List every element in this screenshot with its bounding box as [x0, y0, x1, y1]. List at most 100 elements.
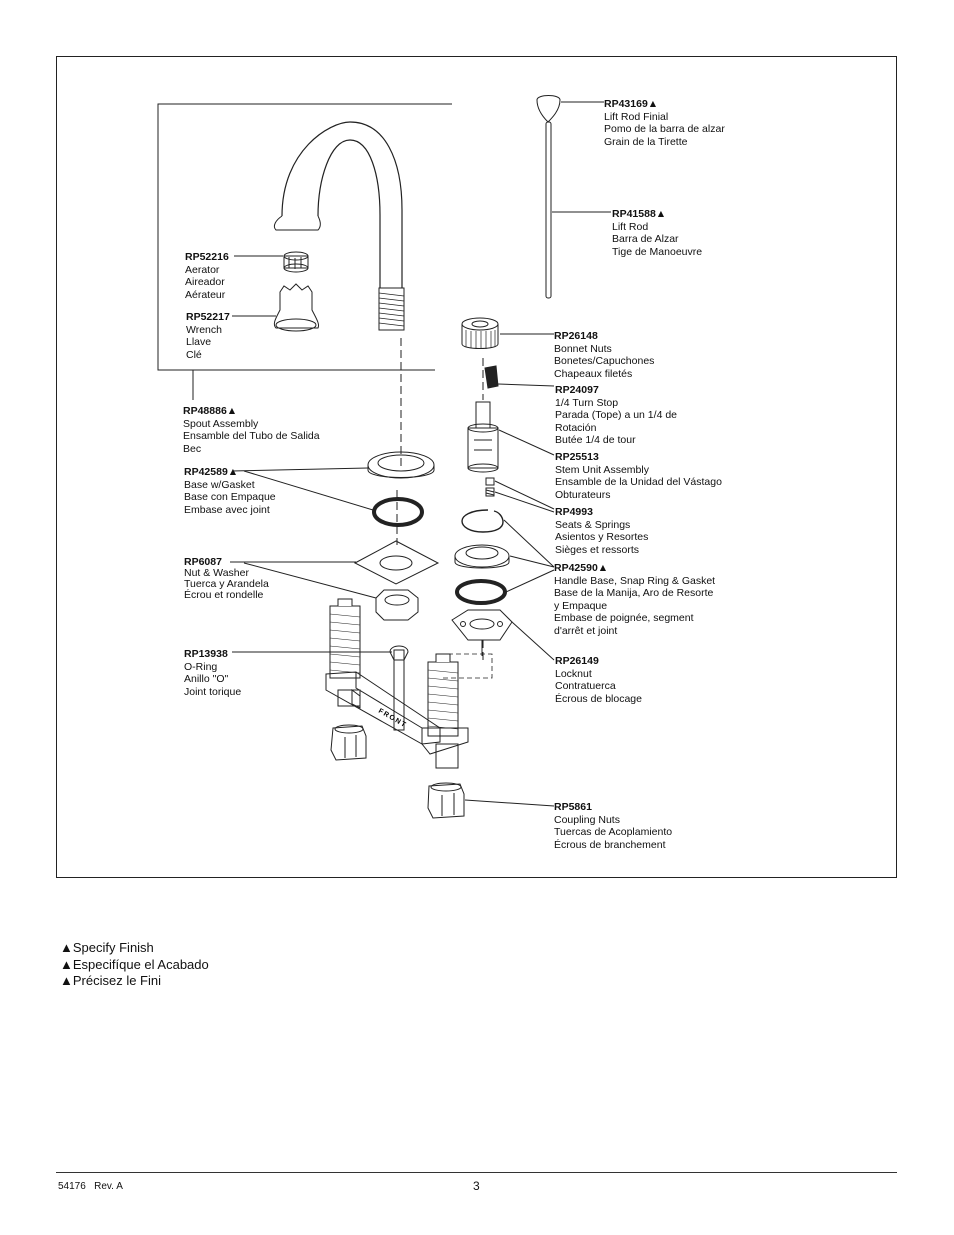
- part-description: O-Ring: [184, 660, 218, 673]
- part-number: RP48886▲: [183, 405, 238, 417]
- spout-gasket-icon: [372, 497, 424, 527]
- lift-rod-icon: [545, 121, 552, 299]
- part-description: Bonnet Nuts: [554, 342, 612, 355]
- part-callout: RP52217 Wrench Llave Clé: [186, 311, 230, 361]
- part-description: Aérateur: [185, 288, 226, 301]
- part-number: RP41588▲: [612, 208, 667, 220]
- handle-base-icon: [454, 544, 510, 569]
- part-description: Spout Assembly: [183, 417, 259, 430]
- part-description: Ensamble del Tubo de Salida: [183, 430, 320, 442]
- part-description: Rotación: [555, 421, 597, 434]
- part-description: Base w/Gasket: [184, 478, 255, 491]
- part-description: Seats & Springs: [555, 518, 631, 531]
- part-number: RP26149: [555, 655, 599, 667]
- part-description: Clé: [186, 348, 202, 361]
- spout-base-icon: [367, 451, 435, 479]
- part-number: RP5861: [554, 801, 592, 813]
- spout-bracket: [157, 103, 452, 371]
- locknut-icon: [451, 609, 513, 656]
- part-callout: RP24097 1/4 Turn Stop Parada (Tope) a un…: [555, 384, 677, 447]
- part-number: RP52216: [185, 251, 229, 263]
- washer-icon: [353, 540, 440, 585]
- part-number: RP43169▲: [604, 98, 659, 110]
- part-description: Butée 1/4 de tour: [555, 434, 636, 446]
- front-label: FRONT: [377, 708, 408, 730]
- document-number: 54176 Rev. A: [58, 1181, 123, 1192]
- footer-divider: [56, 1172, 897, 1173]
- snap-ring-icon: [461, 509, 504, 533]
- part-number: RP6087: [184, 556, 222, 568]
- part-description: Pomo de la barra de alzar: [604, 123, 725, 135]
- part-callout: RP48886▲ Spout Assembly Ensamble del Tub…: [183, 405, 320, 455]
- part-description: y Empaque: [554, 599, 608, 612]
- spout-icon: [273, 121, 405, 331]
- finish-notes: ▲Specify Finish ▲Especifíque el Acabado …: [60, 940, 209, 990]
- part-description: Stem Unit Assembly: [555, 463, 649, 476]
- part-description: d'arrêt et joint: [554, 624, 618, 637]
- part-callout: RP25513 Stem Unit Assembly Ensamble de l…: [555, 451, 722, 501]
- part-callout: RP42590▲ Handle Base, Snap Ring & Gasket…: [554, 562, 715, 637]
- part-description: Écrou et rondelle: [184, 589, 264, 601]
- coupling-nut-icon: [330, 724, 367, 761]
- finish-note: ▲Précisez le Fini: [60, 973, 162, 988]
- stem-unit-icon: [467, 401, 499, 473]
- part-description: 1/4 Turn Stop: [555, 396, 619, 409]
- part-number: RP26148: [554, 330, 598, 342]
- part-description: Contratuerca: [555, 680, 616, 692]
- lift-rod-finial-icon: [536, 95, 561, 123]
- part-number: RP4993: [555, 506, 593, 518]
- part-description: Anillo "O": [184, 673, 229, 685]
- part-description: Asientos y Resortes: [555, 531, 649, 543]
- part-description: Aireador: [185, 276, 225, 288]
- part-callout: RP13938 O-Ring Anillo "O" Joint torique: [184, 648, 241, 698]
- coupling-nut-icon: [427, 782, 465, 819]
- seats-springs-icon: [485, 477, 495, 497]
- part-description: Bec: [183, 442, 202, 455]
- part-description: Handle Base, Snap Ring & Gasket: [554, 574, 716, 587]
- part-number: RP13938: [184, 648, 228, 660]
- part-description: Locknut: [555, 667, 592, 680]
- part-description: Ensamble de la Unidad del Vástago: [555, 476, 722, 488]
- part-description: Llave: [186, 336, 212, 348]
- part-number: RP42590▲: [554, 562, 609, 574]
- part-description: Parada (Tope) a un 1/4 de: [555, 409, 678, 421]
- turn-stop-icon: [484, 365, 499, 389]
- part-description: Lift Rod: [612, 220, 649, 233]
- part-description: Embase avec joint: [184, 503, 270, 516]
- part-description: Bonetes/Capuchones: [554, 355, 655, 367]
- part-description: Sièges et ressorts: [555, 543, 640, 556]
- part-description: Base con Empaque: [184, 491, 276, 503]
- part-description: Chapeaux filetés: [554, 367, 633, 380]
- part-callout: RP5861 Coupling Nuts Tuercas de Acoplami…: [554, 801, 672, 851]
- page-number: 3: [473, 1179, 480, 1193]
- finish-note: ▲Especifíque el Acabado: [60, 956, 209, 972]
- part-description: Barra de Alzar: [612, 233, 679, 245]
- part-description: Écrous de branchement: [554, 838, 666, 851]
- part-callout: RP43169▲ Lift Rod Finial Pomo de la barr…: [604, 98, 725, 148]
- part-callout: RP26149 Locknut Contratuerca Écrous de b…: [555, 655, 642, 705]
- valve-body-icon: [325, 598, 469, 769]
- aerator-icon: [283, 251, 309, 273]
- part-description: Obturateurs: [555, 488, 611, 501]
- finish-note: ▲Specify Finish: [60, 940, 154, 955]
- part-description: Embase de poignée, segment: [554, 612, 694, 624]
- part-number: RP42589▲: [184, 466, 239, 478]
- part-callout: RP26148 Bonnet Nuts Bonetes/Capuchones C…: [554, 330, 654, 380]
- bonnet-nut-icon: [461, 317, 499, 349]
- part-description: Grain de la Tirette: [604, 135, 688, 148]
- part-number: RP24097: [555, 384, 599, 396]
- part-description: Nut & Washer: [184, 567, 249, 579]
- part-callout: RP41588▲ Lift Rod Barra de Alzar Tige de…: [612, 208, 702, 258]
- part-description: Tige de Manoeuvre: [612, 245, 703, 258]
- part-description: Coupling Nuts: [554, 813, 620, 826]
- part-callout: RP4993 Seats & Springs Asientos y Resort…: [555, 506, 648, 556]
- wrench-icon: [273, 283, 319, 332]
- part-number: RP52217: [186, 311, 230, 323]
- part-description: Écrous de blocage: [555, 692, 642, 705]
- part-description: Tuerca y Arandela: [184, 578, 269, 590]
- handle-gasket-icon: [455, 579, 507, 605]
- part-callout: RP52216 Aerator Aireador Aérateur: [185, 251, 229, 301]
- part-description: Aerator: [185, 263, 220, 276]
- part-description: Lift Rod Finial: [604, 110, 669, 123]
